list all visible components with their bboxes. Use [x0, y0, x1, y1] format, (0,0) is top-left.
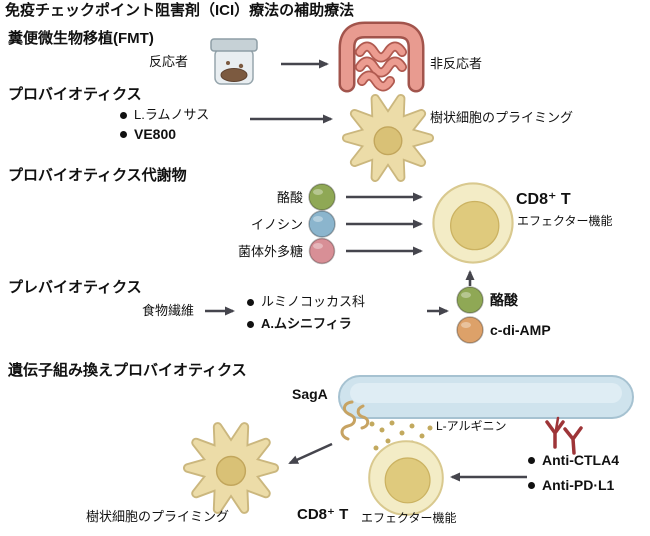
metabolite-highlights	[313, 189, 323, 249]
prebiotic-product-circles	[456, 286, 484, 344]
exopolysaccharide-circle	[308, 237, 336, 265]
probiotic-item-label: L.ラムノサス	[134, 107, 210, 122]
fmt-section-label: 糞便微生物移植(FMT)	[8, 30, 154, 47]
responder-label: 反応者	[149, 54, 189, 69]
intestine-icon	[338, 21, 425, 93]
antibody-item: Anti-CTLA4	[528, 452, 619, 470]
diagram-title: 免疫チェックポイント阻害剤（ICI）療法の補助療法	[5, 2, 355, 19]
bacterium-to-dc-arrow	[288, 442, 333, 465]
engineered-section-label: 遺伝子組み換えプロバイオティクス	[8, 362, 247, 379]
probiotics-section-label: プロバイオティクス	[8, 86, 142, 103]
arrows	[205, 59, 527, 482]
butyrate-circle	[308, 183, 336, 211]
bacteria-item-label: A.ムシニフィラ	[261, 316, 352, 331]
bacterium-icon	[338, 375, 634, 419]
inosine-label: イノシン	[250, 217, 303, 232]
cd8-tcell-icon-bottom	[368, 440, 444, 516]
dendritic-cell-icon	[347, 99, 430, 178]
nonresponder-label: 非反応者	[430, 56, 483, 71]
probiotic-item-label: VE800	[134, 126, 177, 142]
bullet-icon	[120, 131, 127, 139]
prebiotic-bacteria-item: ルミノコッカス科	[247, 294, 365, 310]
inosine-circle	[308, 210, 336, 238]
bullet-icon	[247, 298, 254, 306]
prebiotic-bacteria-item: A.ムシニフィラ	[247, 316, 352, 332]
butyrate2-circle	[456, 286, 484, 314]
cd8-label-bottom: CD8⁺ T	[297, 506, 349, 523]
saga-protein-icon	[340, 400, 370, 441]
antibody-item-label: Anti-CTLA4	[542, 452, 619, 468]
fiber-label: 食物繊維	[142, 303, 195, 318]
cd8-tcell-icon	[432, 182, 514, 264]
antibody-item: Anti-PD·L1	[528, 477, 614, 495]
dendritic-cell-icon-bottom	[188, 427, 274, 509]
antibody-icon	[563, 426, 583, 455]
prebiotic-highlights	[461, 292, 471, 328]
dc-priming-label-bottom: 樹状細胞のプライミング	[86, 509, 230, 524]
cdiamp-label: c-di-AMP	[490, 322, 551, 338]
receptor-stem-icon	[554, 416, 560, 432]
bullet-icon	[528, 482, 535, 490]
bullet-icon	[247, 320, 254, 328]
stool-jar-icon	[210, 38, 258, 85]
arginine-label: L-アルギニン	[436, 419, 507, 433]
probiotic-item: L.ラムノサス	[120, 107, 209, 123]
saga-label: SagA	[292, 386, 328, 402]
butyrate2-label: 酪酸	[490, 292, 518, 308]
effector-label-bottom: エフェクター機能	[361, 511, 457, 525]
cdiamp-circle	[456, 316, 484, 344]
effector-label: エフェクター機能	[517, 214, 613, 228]
antibody-icons	[545, 416, 583, 455]
bullet-icon	[528, 457, 535, 465]
metabolite-circles	[308, 183, 336, 265]
prebiotics-section-label: プレバイオティクス	[8, 279, 142, 296]
bacteria-item-label: ルミノコッカス科	[261, 294, 366, 309]
cd8-label: CD8⁺ T	[516, 191, 571, 208]
butyrate-label: 酪酸	[276, 190, 303, 205]
dc-priming-label: 樹状細胞のプライミング	[430, 110, 574, 125]
bullet-icon	[120, 111, 127, 119]
probiotic-item: VE800	[120, 126, 176, 144]
antibody-icon	[545, 420, 565, 449]
exopolysaccharide-label: 菌体外多糖	[237, 244, 303, 259]
antibody-item-label: Anti-PD·L1	[542, 477, 615, 493]
metabolites-section-label: プロバイオティクス代謝物	[8, 167, 187, 184]
